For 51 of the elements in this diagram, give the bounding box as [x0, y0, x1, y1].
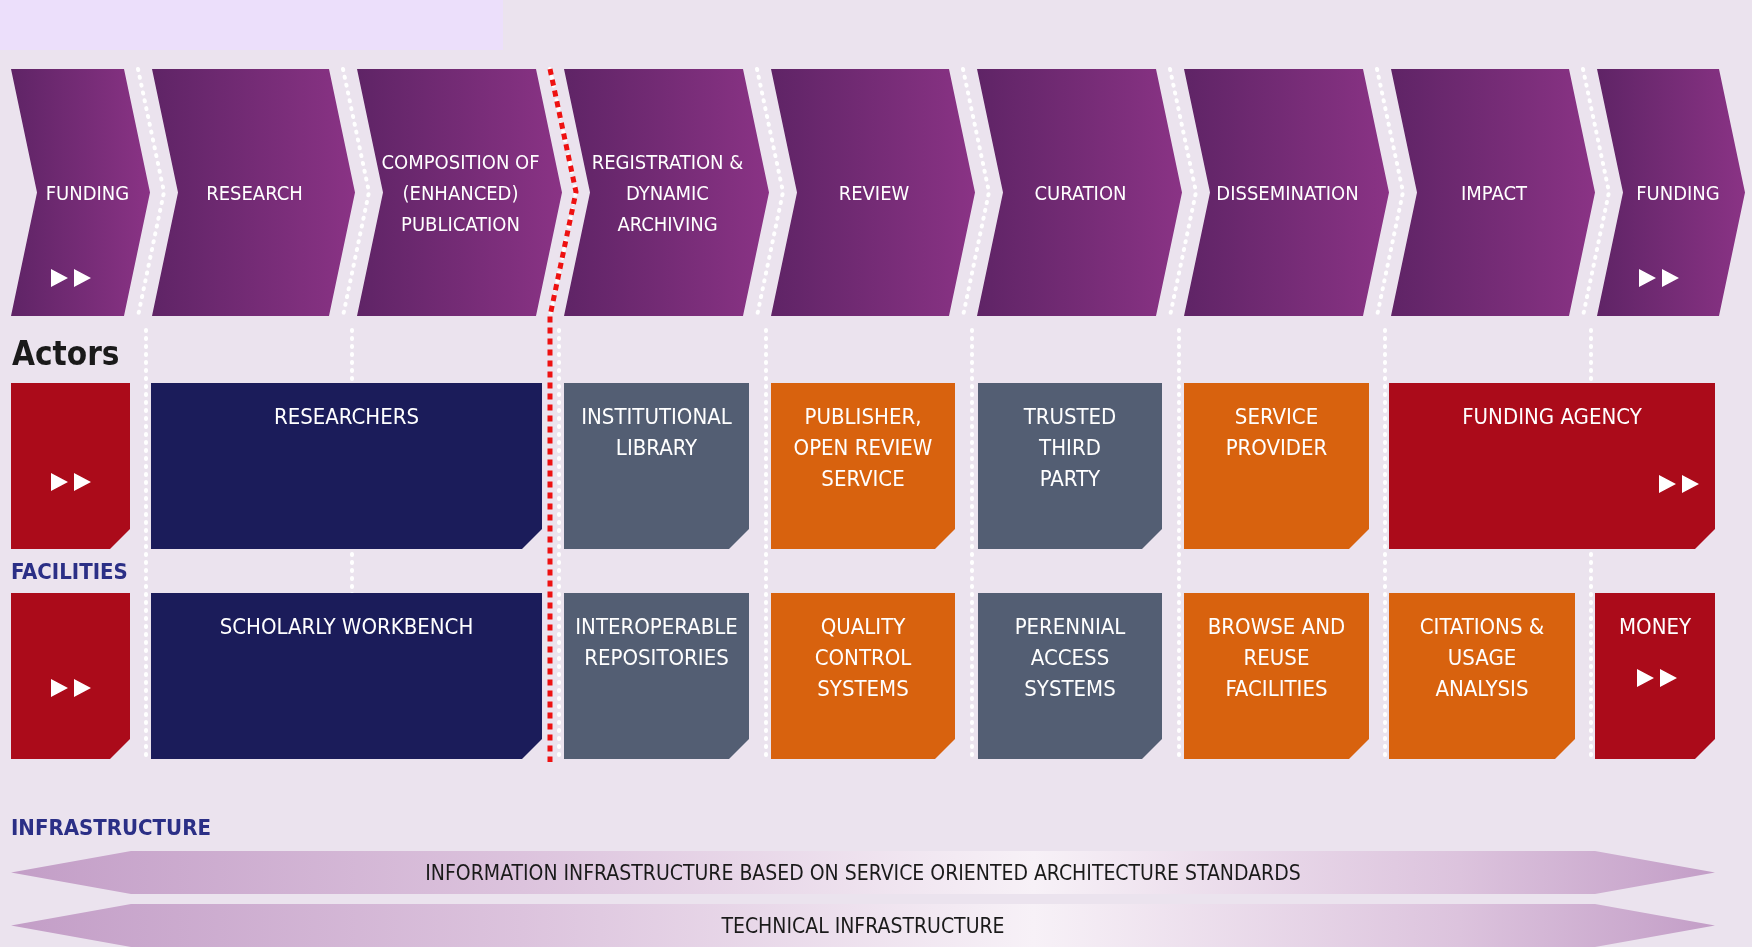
section-heading: FACILITIES — [11, 559, 128, 584]
role-label: INTEROPERABLE REPOSITORIES — [574, 613, 739, 672]
role-label: QUALITY CONTROL SYSTEMS — [813, 613, 913, 703]
role-box — [771, 383, 955, 549]
role-label: SERVICE PROVIDER — [1224, 403, 1329, 462]
process-stage — [771, 69, 975, 316]
role-box — [1389, 383, 1715, 549]
process-stage — [1597, 69, 1745, 316]
role-label: PERENNIAL ACCESS SYSTEMS — [1013, 613, 1127, 703]
stage-label: CURATION — [1033, 179, 1128, 206]
role-box — [771, 593, 955, 759]
role-box — [151, 593, 542, 759]
role-label: PUBLISHER, OPEN REVIEW SERVICE — [792, 403, 934, 493]
role-label: CITATIONS & USAGE ANALYSIS — [1419, 613, 1545, 703]
process-stage — [152, 69, 355, 316]
role-box — [1389, 593, 1575, 759]
stage-label: DISSEMINATION — [1215, 179, 1360, 206]
process-stage — [357, 69, 562, 316]
section-heading: INFRASTRUCTURE — [11, 815, 211, 840]
stage-label: FUNDING — [44, 179, 131, 206]
process-stage — [1184, 69, 1389, 316]
stage-label: IMPACT — [1460, 179, 1528, 206]
section-heading: Actors — [12, 334, 120, 373]
role-label: MONEY — [1617, 613, 1693, 641]
stage-label: COMPOSITION OF (ENHANCED) PUBLICATION — [381, 148, 540, 237]
process-stage — [11, 69, 150, 316]
stage-label: FUNDING — [1635, 179, 1721, 206]
role-box — [978, 383, 1162, 549]
role-label: SCHOLARLY WORKBENCH — [218, 613, 475, 641]
role-label: FUNDING AGENCY — [1461, 403, 1643, 431]
role-box — [1595, 593, 1715, 759]
process-stage — [564, 69, 769, 316]
role-label: RESEARCHERS — [272, 403, 421, 431]
role-box — [978, 593, 1162, 759]
band-label: INFORMATION INFRASTRUCTURE BASED ON SERVICE ORIENTED ARCHITECTURE STANDARDS — [424, 859, 1302, 886]
process-stage — [1391, 69, 1595, 316]
role-box — [1184, 593, 1369, 759]
role-box — [564, 383, 749, 549]
role-box — [1184, 383, 1369, 549]
stage-label: REGISTRATION & DYNAMIC ARCHIVING — [590, 148, 745, 237]
role-box — [11, 593, 130, 759]
stage-label: RESEARCH — [205, 179, 304, 206]
role-box — [564, 593, 749, 759]
band-label: TECHNICAL INFRASTRUCTURE — [720, 912, 1006, 939]
role-label: INSTITUTIONAL LIBRARY — [580, 403, 733, 462]
role-box — [151, 383, 542, 549]
process-stage — [977, 69, 1182, 316]
stage-label: REVIEW — [837, 179, 911, 206]
role-label: TRUSTED THIRD PARTY — [1022, 403, 1118, 493]
role-box — [11, 383, 130, 549]
role-label: BROWSE AND REUSE FACILITIES — [1206, 613, 1347, 703]
